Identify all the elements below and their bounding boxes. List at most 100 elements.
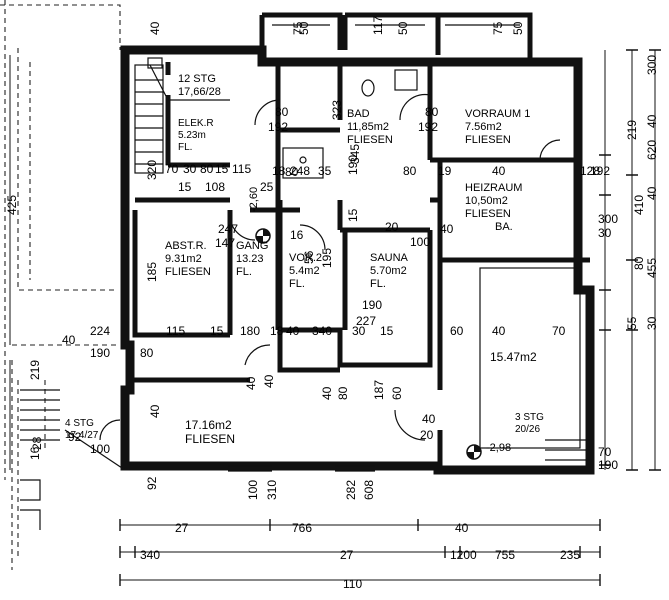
dimension-label: 117 (371, 15, 385, 35)
room-name: ABST.R. (165, 240, 207, 252)
room-heizraum: HEIZRAUM 10,50m2 FLIESEN BA. (465, 182, 522, 234)
dimension-label: 608 (362, 479, 376, 500)
dimension-label: 40 (262, 374, 276, 388)
dimension-label: 30 (598, 226, 612, 240)
dimension-label: 147 (215, 236, 236, 250)
dimension-label: 40 (422, 412, 436, 426)
dimension-label: 185 (145, 261, 159, 282)
dimension-label: 15 (178, 180, 192, 194)
bath-fixtures (282, 69, 418, 179)
dimension-label: 80 (425, 105, 439, 119)
dimension-label: 40 (320, 386, 334, 400)
room-floor: FLIESEN (347, 134, 393, 146)
room-area: 13.23 (236, 253, 264, 265)
staircase-left (20, 389, 126, 530)
dimension-label: 410 (632, 194, 646, 215)
stair-ratio: 17,4/27 (65, 430, 99, 441)
room-area: 10,50m2 (465, 195, 508, 207)
dimension-label: 340 (140, 548, 161, 562)
dimension-label: 75 (491, 21, 505, 35)
dimension-label: 40 (244, 376, 258, 390)
room-right: 15.47m2 (490, 350, 537, 364)
dimension-label: 50 (511, 21, 525, 35)
room-floor: FLIESEN (465, 134, 511, 146)
room-abst: ABST.R. 9.31m2 FLIESEN (165, 240, 211, 279)
door-swings (99, 93, 561, 441)
room-floor: FL. (236, 266, 252, 278)
dimension-label: 108 (205, 180, 226, 194)
dimension-label: 50 (396, 21, 410, 35)
room-area: 17.16m2 (185, 418, 232, 432)
dimension-label: 40 (492, 164, 506, 178)
dimension-label: 40 (645, 114, 659, 128)
dimension-label: 192 (268, 120, 289, 134)
room-floor: FL. (370, 278, 386, 290)
terrain-lines (0, 0, 121, 570)
dimension-label: 300 (645, 54, 659, 75)
dimension-label: 192 (418, 120, 439, 134)
room-hall: 17.16m2 FLIESEN (185, 418, 235, 446)
room-floor: FLIESEN (185, 432, 236, 446)
dimension-label: 18 (272, 164, 286, 178)
dimension-label: 110 (343, 577, 363, 591)
stair-ratio: 17,66/28 (178, 86, 221, 98)
dimension-label: 40 (645, 186, 659, 200)
dimension-label: 40 (455, 521, 469, 535)
stair-name: 3 STG (515, 412, 544, 423)
room-name: GANG (236, 240, 269, 252)
room-floor: FL. (178, 142, 193, 153)
dimension-label: 40 (148, 21, 162, 35)
stair-name: 4 STG (65, 418, 94, 429)
dimension-lines-bottom (119, 519, 601, 586)
dimension-label: 224 (90, 324, 111, 338)
dimension-label: 27 (175, 521, 189, 535)
room-bad: BAD 11,85m2 FLIESEN (347, 108, 393, 147)
stair-ratio: 20/26 (515, 424, 541, 435)
dimension-label: 340 (312, 324, 333, 338)
dimension-label: 30 (645, 316, 659, 330)
staircase-top (134, 57, 230, 174)
dimension-label: 766 (292, 521, 313, 535)
dimension-label: 115 (166, 324, 186, 338)
room-area: 5.4m2 (289, 265, 320, 277)
dimension-label: 190 (362, 298, 383, 312)
dimension-label: 80 (403, 164, 417, 178)
dimension-label: 219 (625, 119, 639, 140)
dimension-label: 15 (210, 324, 224, 338)
dimension-label: 27 (340, 548, 354, 562)
dimension-label: 300 (598, 212, 619, 226)
dimension-label: 40 (440, 222, 454, 236)
room-name: HEIZRAUM (465, 182, 523, 194)
room-area: 7.56m2 (465, 121, 502, 133)
dimension-label: 15 (215, 162, 229, 176)
dimension-label: 80 (200, 162, 214, 176)
room-name: ELEK.R (178, 118, 214, 129)
dimension-label: 70 (165, 162, 179, 176)
dimension-label: 190 (346, 154, 360, 175)
room-extra: BA. (495, 221, 513, 233)
room-area: 5.23m (178, 130, 206, 141)
dimension-label: 235 (560, 548, 581, 562)
dimension-label: 100 (246, 479, 260, 500)
dimension-label: 15 (346, 208, 360, 222)
room-floor: FLIESEN (465, 208, 511, 220)
dimension-label: 60 (390, 386, 404, 400)
dimension-label: 455 (645, 257, 659, 278)
dimension-label: 100 (410, 235, 431, 249)
dimension-label: 35 (318, 164, 332, 178)
stair-top-label: 12 STG 17,66/28 (178, 73, 221, 99)
dimension-label: 247 (218, 222, 239, 236)
dimension-label: 30 (352, 324, 366, 338)
room-gang: GANG 13.23 FL. (236, 240, 268, 279)
stair-name: 12 STG (178, 73, 216, 85)
room-vor2: VOR.2 5.4m2 FL. (289, 252, 322, 291)
dimension-label: 19 (438, 164, 452, 178)
room-name: VORRAUM 1 (465, 108, 531, 120)
dimension-label: 30 (183, 162, 197, 176)
room-name: BAD (347, 108, 370, 120)
dimension-label: 40 (148, 404, 162, 418)
room-name: VOR.2 (289, 252, 323, 264)
dimension-label: 60 (450, 324, 464, 338)
dimension-label: 1200 (450, 548, 477, 562)
